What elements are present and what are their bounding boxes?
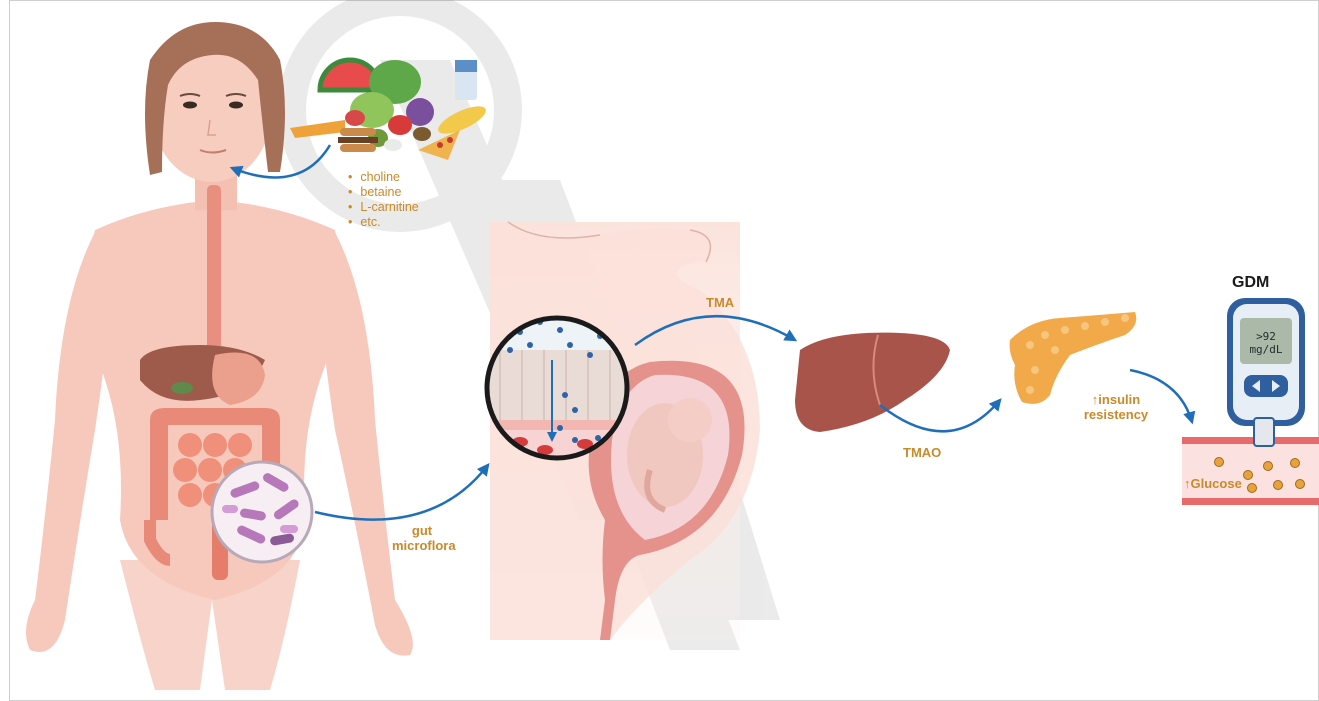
glucometer-icon (1227, 298, 1305, 446)
label-glucose: ↑Glucose (1184, 476, 1242, 491)
pancreas-icon (1010, 312, 1137, 404)
bacteria-icon (212, 462, 312, 562)
nutrient-item: etc. (348, 215, 419, 230)
nutrient-item: choline (348, 170, 419, 185)
label-tma: TMA (706, 295, 734, 310)
label-tmao: TMAO (903, 445, 941, 460)
liver-icon (795, 333, 950, 432)
nutrient-item: betaine (348, 185, 419, 200)
label-gdm: GDM (1232, 274, 1269, 292)
arrow-gut-to-intestine (315, 465, 488, 520)
blood-vessel-icon (1182, 437, 1319, 505)
nutrient-item: L-carnitine (348, 200, 419, 215)
nutrient-list: choline betaine L-carnitine etc. (348, 170, 419, 230)
